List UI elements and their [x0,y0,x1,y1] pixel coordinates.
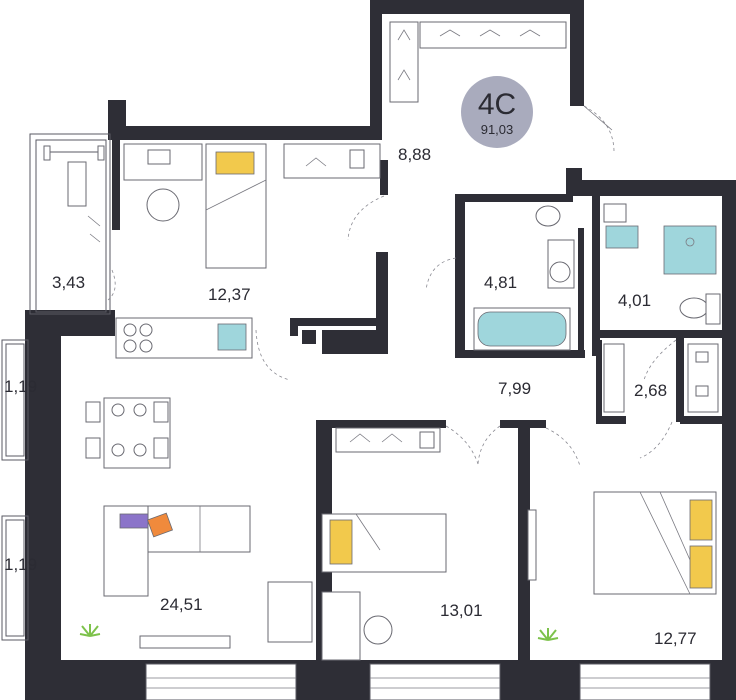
doors [107,105,677,467]
balcony-top [29,133,111,315]
badge-type: 4С [478,88,516,121]
plant-icon [79,624,101,637]
room-area-bathroom: 4,81 [484,273,517,292]
room-area-bedroom-right: 12,77 [654,629,697,648]
apartment-type-badge: 4С 91,03 [461,76,533,148]
wardrobe-fixtures [603,343,719,413]
room-area-balcony-left-2: 1,19 [4,555,37,574]
room-labels: 8,88 12,37 3,43 4,81 4,01 2,68 7,99 1,19… [4,145,697,648]
balcony-left-2 [1,515,29,641]
windows [145,663,711,700]
kitchen-fixtures [115,317,253,359]
bedroom-right-furniture [527,491,717,595]
plant-icon-2 [537,628,559,641]
balcony-gym [43,145,105,243]
dining-set [85,397,171,469]
room-area-bedroom-top: 12,37 [208,285,251,304]
bedroom-middle-furniture [321,427,447,661]
room-area-bedroom-middle: 13,01 [440,601,483,620]
bathroom-fixtures [473,205,575,351]
room-area-balcony-top: 3,43 [52,273,85,292]
room-area-living-kitchen: 24,51 [160,595,203,614]
room-area-corridor: 7,99 [498,379,531,398]
sofa [103,505,313,649]
room-area-wardrobe: 2,68 [634,381,667,400]
room-area-balcony-left-1: 1,19 [4,377,37,396]
room-area-hall: 8,88 [398,145,431,164]
shower-fixtures [603,203,721,325]
room-area-shower: 4,01 [618,291,651,310]
bedroom-top-furniture [123,143,381,269]
hall-wardrobe [389,21,567,103]
badge-area: 91,03 [481,122,514,137]
balcony-left-1 [1,339,29,461]
